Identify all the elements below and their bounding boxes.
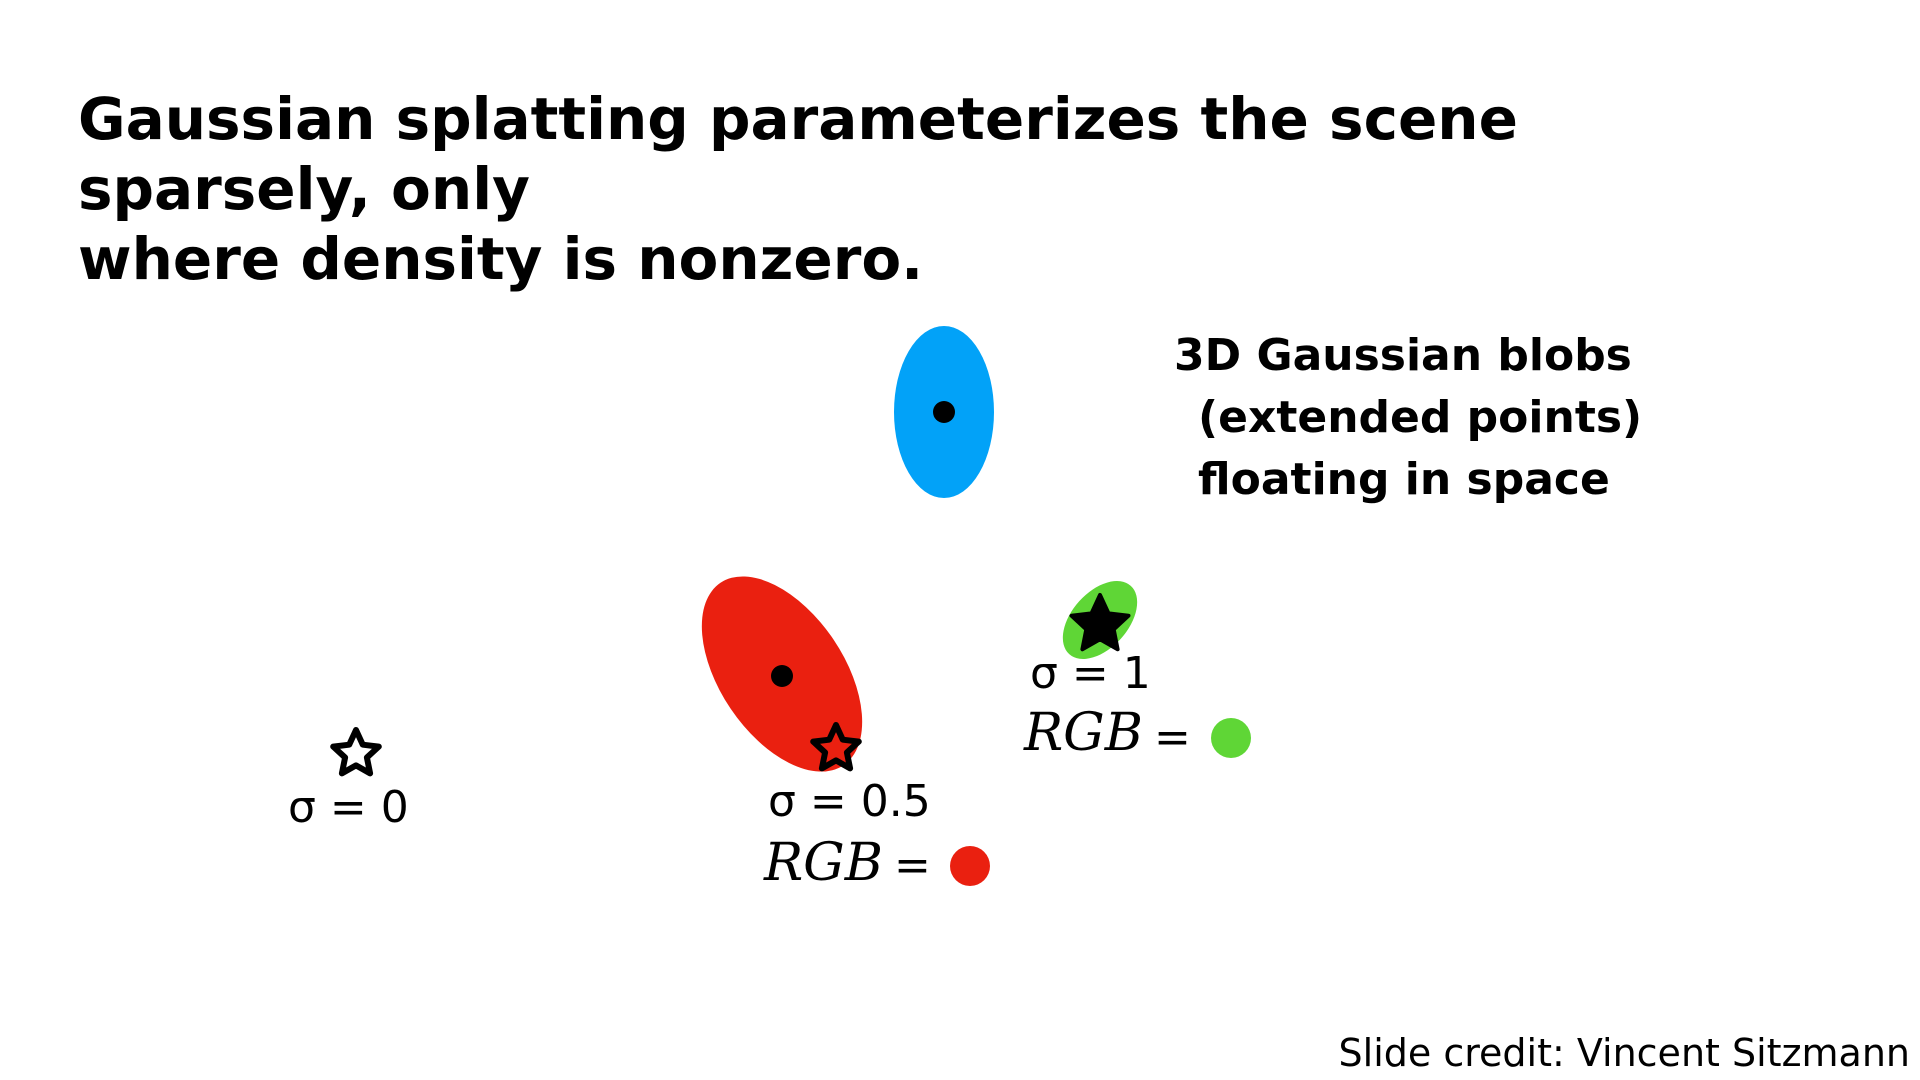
center-dot-icon (933, 401, 955, 423)
center-dot-icon (771, 665, 793, 687)
sigma-label-0: σ = 0 (288, 782, 409, 833)
rgb-equals-red: = (894, 840, 931, 891)
rgb-equals-green: = (1154, 712, 1191, 763)
star-solid-icon (1069, 593, 1131, 652)
title-line-2: where density is nonzero. (78, 225, 924, 293)
rgb-label-red: RGB (763, 833, 883, 893)
slide-credit: Slide credit: Vincent Sitzmann (1339, 1031, 1910, 1075)
rgb-swatch-green (1211, 718, 1251, 758)
annotation-line-2: (extended points) (1198, 392, 1642, 443)
star-outline-icon (330, 727, 382, 777)
slide-title: Gaussian splatting parameterizes the sce… (78, 84, 1798, 294)
annotation-line-3: floating in space (1198, 454, 1610, 505)
sigma-label-1: σ = 1 (1030, 648, 1151, 699)
rgb-swatch-red (950, 846, 990, 886)
title-line-1: Gaussian splatting parameterizes the sce… (78, 85, 1518, 223)
star-red-fill-icon (810, 722, 862, 772)
rgb-label-green: RGB (1023, 703, 1143, 763)
annotation-line-1: 3D Gaussian blobs (1174, 330, 1632, 381)
sigma-label-half: σ = 0.5 (768, 776, 931, 827)
